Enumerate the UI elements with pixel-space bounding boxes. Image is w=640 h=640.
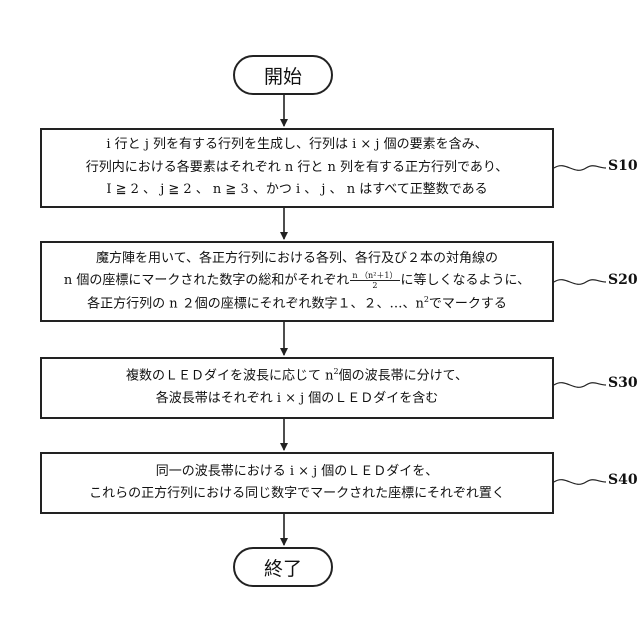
step-s30-label: S30 xyxy=(608,375,638,391)
end-terminal: 終了 xyxy=(233,547,333,587)
step-s30-line-2: 各波長帯はそれぞれ i × j 個のＬＥＤダイを含む xyxy=(156,388,439,410)
step-s10-line-1: i 行と j 列を有する行列を生成し、行列は i × j 個の要素を含み、 xyxy=(106,134,487,156)
leader-line-s40 xyxy=(554,480,606,485)
step-s30-box: 複数のＬＥＤダイを波長に応じて n2個の波長帯に分けて、 各波長帯はそれぞれ i… xyxy=(40,357,554,419)
step-s20-line-2-start: n 個の座標にマークされた数字の総和がそれぞれ xyxy=(64,273,350,288)
start-label: 開始 xyxy=(264,62,302,89)
step-s20-line-1: 魔方陣を用いて、各正方行列における各列、各行及び２本の対角線の xyxy=(96,248,498,270)
end-label: 終了 xyxy=(264,554,302,581)
step-s20-line-3-end: でマークする xyxy=(429,296,507,311)
fraction-numerator: n （n²＋1） xyxy=(350,271,399,281)
step-s30-line-1-end: 個の波長帯に分けて、 xyxy=(339,369,468,384)
sum-fraction: n （n²＋1）2 xyxy=(350,271,399,290)
leader-line-s30 xyxy=(554,383,606,388)
step-s40-label: S40 xyxy=(608,472,638,488)
step-s20-label: S20 xyxy=(608,272,638,288)
step-s40-box: 同一の波長帯における i × j 個のＬＥＤダイを、 これらの正方行列における同… xyxy=(40,452,554,514)
step-s20-line-3: 各正方行列の n ２個の座標にそれぞれ数字１、２、…、n2でマークする xyxy=(87,293,507,316)
step-s10-line-2: 行列内における各要素はそれぞれ n 行と n 列を有する正方行列であり、 xyxy=(86,157,509,179)
leader-line-s20 xyxy=(554,280,606,285)
step-s10-line-3: I ≧ 2 、 j ≧ 2 、 n ≧ 3 、かつ i 、 j 、 n はすべて… xyxy=(106,179,487,201)
step-s20-line-3-start: 各正方行列の n ２個の座標にそれぞれ数字１、２、…、n xyxy=(87,296,424,311)
step-s10-box: i 行と j 列を有する行列を生成し、行列は i × j 個の要素を含み、 行列… xyxy=(40,128,554,208)
step-s30-line-1: 複数のＬＥＤダイを波長に応じて n2個の波長帯に分けて、 xyxy=(126,365,468,388)
start-terminal: 開始 xyxy=(233,55,333,95)
step-s20-line-2-end: に等しくなるように、 xyxy=(401,273,531,288)
fraction-denominator: 2 xyxy=(370,281,379,290)
step-s30-line-1-start: 複数のＬＥＤダイを波長に応じて n xyxy=(126,369,334,384)
leader-line-s10 xyxy=(554,166,606,171)
step-s20-box: 魔方陣を用いて、各正方行列における各列、各行及び２本の対角線の n 個の座標にマ… xyxy=(40,241,554,322)
step-s40-line-1: 同一の波長帯における i × j 個のＬＥＤダイを、 xyxy=(156,461,439,483)
step-s40-line-2: これらの正方行列における同じ数字でマークされた座標にそれぞれ置く xyxy=(89,483,505,505)
step-s20-line-2: n 個の座標にマークされた数字の総和がそれぞれn （n²＋1）2に等しくなるよう… xyxy=(64,270,530,292)
step-s10-label: S10 xyxy=(608,158,638,174)
